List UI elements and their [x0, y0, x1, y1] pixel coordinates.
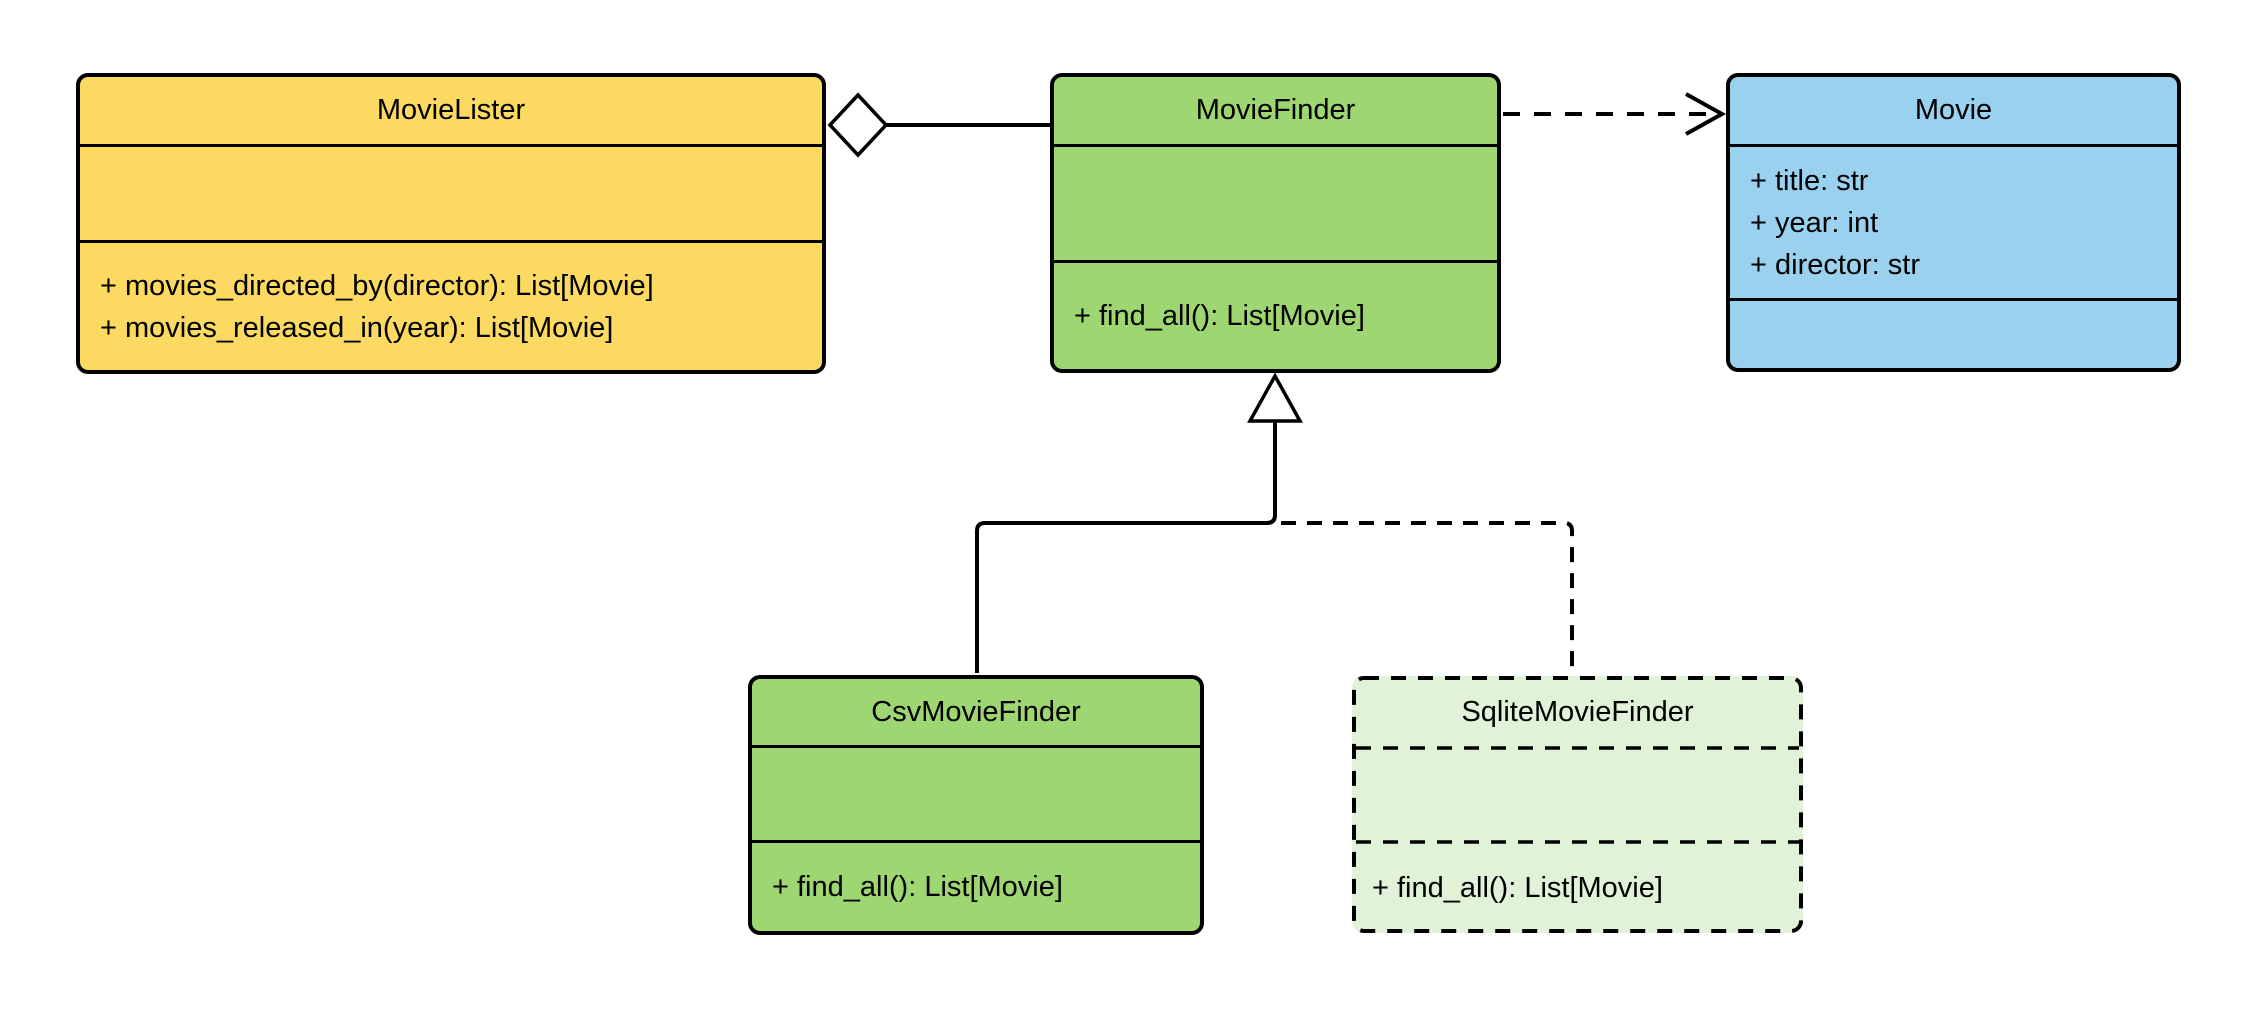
- generalization-connector-sqlite[interactable]: [1281, 521, 1574, 674]
- attribute-label: + year: int: [1750, 206, 1879, 239]
- method-label: + movies_directed_by(director): List[Mov…: [100, 269, 654, 302]
- attribute-label: + director: str: [1750, 248, 1921, 281]
- class-movielister-title: MovieLister: [376, 94, 526, 126]
- generalization-line-csv: [975, 421, 1277, 673]
- aggregation-connector[interactable]: [827, 92, 1052, 158]
- attribute-label: + title: str: [1750, 164, 1869, 197]
- class-csvmoviefinder-title: CsvMovieFinder: [871, 695, 1081, 728]
- class-moviefinder-attributes-section: [1054, 144, 1497, 260]
- class-movie-title: Movie: [1914, 94, 1993, 126]
- class-movie[interactable]: Movie + title: str + year: int + directo…: [1726, 73, 2181, 372]
- generalization-connector-csv[interactable]: [975, 372, 1303, 673]
- method-label: + find_all(): List[Movie]: [1372, 871, 1663, 904]
- class-movielister[interactable]: MovieLister + movies_directed_by(directo…: [76, 73, 826, 374]
- class-movie-attributes-section: + title: str + year: int + director: str: [1730, 144, 2177, 298]
- class-csvmoviefinder[interactable]: CsvMovieFinder + find_all(): List[Movie]: [748, 675, 1204, 935]
- inheritance-triangle-icon: [1247, 372, 1303, 423]
- class-csvmoviefinder-attributes-section: [752, 745, 1200, 840]
- class-sqlitemoviefinder-attributes-section: [1352, 748, 1803, 842]
- class-moviefinder-title: MovieFinder: [1195, 94, 1356, 126]
- class-sqlitemoviefinder-methods-section: + find_all(): List[Movie]: [1352, 842, 1803, 933]
- class-movielister-methods-section: + movies_directed_by(director): List[Mov…: [80, 240, 822, 370]
- class-movielister-attributes-section: [80, 144, 822, 240]
- dependency-arrowhead-icon: [1685, 92, 1727, 136]
- class-sqlitemoviefinder[interactable]: SqliteMovieFinder + find_all(): List[Mov…: [1352, 676, 1803, 933]
- generalization-line-sqlite: [1281, 521, 1574, 674]
- class-sqlitemoviefinder-title: SqliteMovieFinder: [1461, 695, 1694, 728]
- dependency-connector[interactable]: [1503, 92, 1727, 136]
- method-label: + movies_released_in(year): List[Movie]: [100, 311, 614, 344]
- aggregation-diamond-icon: [827, 92, 889, 158]
- class-moviefinder[interactable]: MovieFinder + find_all(): List[Movie]: [1050, 73, 1501, 373]
- class-movie-methods-section: [1730, 298, 2177, 368]
- class-csvmoviefinder-methods-section: + find_all(): List[Movie]: [752, 840, 1200, 931]
- method-label: + find_all(): List[Movie]: [1074, 300, 1365, 332]
- class-moviefinder-methods-section: + find_all(): List[Movie]: [1054, 260, 1497, 369]
- method-label: + find_all(): List[Movie]: [772, 871, 1063, 903]
